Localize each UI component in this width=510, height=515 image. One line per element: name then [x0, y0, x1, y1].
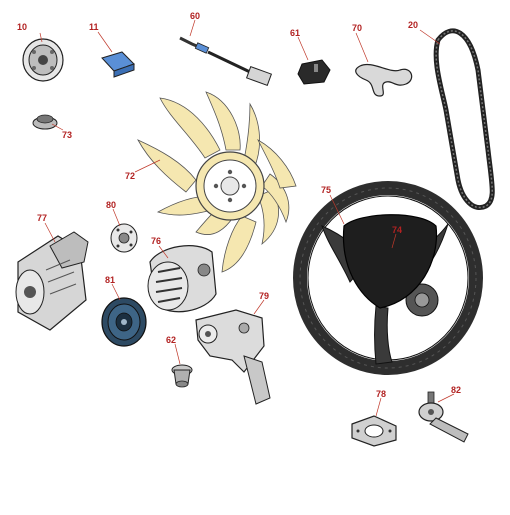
callout-74: 74: [392, 225, 403, 235]
callout-75: 75: [321, 185, 332, 195]
callout-79: 79: [259, 291, 270, 301]
callout-73: 73: [62, 130, 73, 140]
starter-motor: [15, 231, 89, 331]
fuse-block: [101, 51, 135, 78]
spacer-hub: [110, 223, 138, 253]
thermostat: [171, 364, 193, 388]
pulley: [101, 297, 147, 347]
callout-62: 62: [166, 335, 177, 345]
callout-20: 20: [408, 20, 419, 30]
leader-lines: [39, 19, 455, 417]
bracket-clip: [355, 64, 413, 97]
sensor-cable: [179, 36, 273, 87]
callout-10: 10: [17, 22, 28, 32]
callout-82: 82: [451, 385, 462, 395]
alternator: [147, 245, 217, 313]
steering-wheel-cover: [342, 214, 438, 309]
tie-rod-end: [418, 391, 469, 443]
callout-61: 61: [290, 28, 301, 38]
callout-78: 78: [376, 389, 387, 399]
callout-72: 72: [125, 171, 136, 181]
callout-80: 80: [106, 200, 117, 210]
callout-70: 70: [352, 23, 363, 33]
callout-81: 81: [105, 275, 116, 285]
drive-belt: [433, 28, 495, 210]
relay-connector: [297, 59, 331, 85]
callout-60: 60: [190, 11, 201, 21]
callout-11: 11: [89, 22, 99, 32]
gasket: [351, 415, 397, 447]
grommet: [32, 114, 58, 130]
cooling-fan: [137, 91, 297, 273]
water-pump: [195, 309, 271, 405]
callout-77: 77: [37, 213, 48, 223]
callout-76: 76: [151, 236, 162, 246]
oil-filter: [22, 38, 64, 82]
